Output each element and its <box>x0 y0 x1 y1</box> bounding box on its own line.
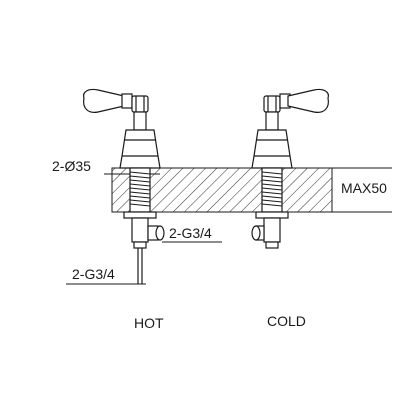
hot-lever-handle <box>83 88 125 113</box>
inlet-thread-label: 2-G3/4 <box>72 266 115 282</box>
max-thickness-dimension <box>332 167 392 213</box>
max-thickness-label: MAX50 <box>341 180 387 196</box>
hot-tap <box>83 88 165 284</box>
diameter-label: 2-Ø35 <box>52 158 91 174</box>
cold-caption: COLD <box>267 313 306 329</box>
hot-caption: HOT <box>134 315 164 331</box>
cold-lever-handle <box>287 88 329 113</box>
outlet-thread-label: 2-G3/4 <box>169 225 212 241</box>
cold-tap <box>251 88 329 249</box>
